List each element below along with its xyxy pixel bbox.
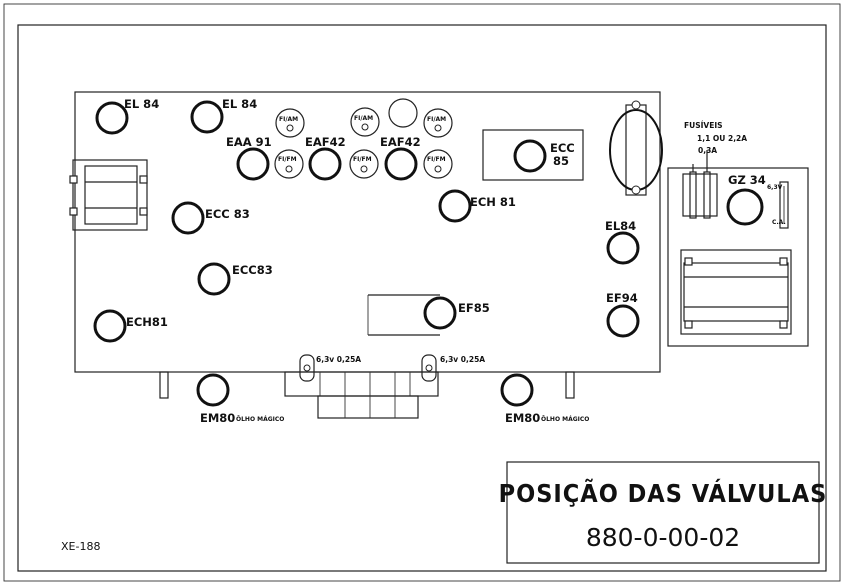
tube-em80-1: [196, 373, 230, 407]
tube-el84-2: [190, 100, 224, 134]
label-em80-1: EM80: [200, 411, 235, 425]
chassis-foot: [159, 371, 169, 399]
note-fuse-rating-b: 0,3A: [698, 146, 717, 155]
tube-ef94: [606, 304, 640, 338]
empty-socket: [388, 98, 418, 128]
note-olho-magico-2: ÔLHO MÁGICO: [541, 416, 589, 423]
tuner-box: [482, 129, 584, 181]
right-power-transformer: [680, 249, 792, 335]
outer-border: [3, 3, 841, 582]
label-ech81-2: ECH81: [126, 315, 168, 329]
tube-el84-3: [606, 231, 640, 265]
tube-ecc83-1: [171, 201, 205, 235]
drawing-reference: XE-188: [61, 540, 100, 553]
tube-ech81-2: [93, 309, 127, 343]
note-fuse-rating-a: 1,1 OU 2,2A: [697, 134, 747, 143]
if-transformer-am-2: [350, 107, 380, 137]
dial-mechanism: [284, 371, 439, 419]
label-fi-am-1: FI/AM: [279, 116, 298, 123]
oval-output-transformer: [609, 100, 663, 196]
if-transformer-am-1: [275, 108, 305, 138]
label-ech81-1: ECH 81: [470, 195, 516, 209]
note-lamp-1: 6,3v 0,25A: [316, 355, 361, 364]
tube-em80-2: [500, 373, 534, 407]
note-lamp-2: 6,3v 0,25A: [440, 355, 485, 364]
power-chassis: [667, 167, 809, 347]
label-el84-3: EL84: [605, 219, 636, 233]
note-olho-magico-1: ÔLHO MÁGICO: [236, 416, 284, 423]
label-ef85: EF85: [458, 301, 490, 315]
drawing-number: 880-0-00-02: [586, 523, 740, 552]
note-fusiveis: FUSÍVEIS: [684, 121, 723, 130]
label-ef94: EF94: [606, 291, 638, 305]
tube-eaf42-2: [384, 147, 418, 181]
if-transformer-fm-2: [349, 149, 379, 179]
label-ecc83-2: ECC83: [232, 263, 273, 277]
dial-lamp-right: [421, 354, 437, 382]
drawing-title: POSIÇÃO DAS VÁLVULAS: [499, 479, 828, 508]
label-em80-2: EM80: [505, 411, 540, 425]
label-ecc85-line2: 85: [553, 154, 569, 168]
tube-ecc83-2: [197, 262, 231, 296]
if-transformer-fm-3: [423, 149, 453, 179]
if-transformer-fm-1: [274, 149, 304, 179]
tube-gz34: [726, 188, 764, 226]
ef85-shield: [367, 294, 440, 336]
label-eaf42-1: EAF42: [305, 135, 346, 149]
label-ecc83-1: ECC 83: [205, 207, 250, 221]
tube-ecc85: [513, 139, 547, 173]
left-power-transformer: [69, 159, 148, 231]
tube-ech81-1: [438, 189, 472, 223]
label-el84-2: EL 84: [222, 97, 257, 111]
label-eaf42-2: EAF42: [380, 135, 421, 149]
label-el84-1: EL 84: [124, 97, 159, 111]
label-ecc85-line1: ECC: [550, 141, 575, 155]
tube-eaa91: [236, 147, 270, 181]
label-fi-fm-2: FI/FM: [353, 156, 372, 163]
if-transformer-am-3: [423, 108, 453, 138]
label-fi-am-2: FI/AM: [354, 115, 373, 122]
note-6-3v: 6,3V: [767, 184, 783, 191]
title-block: [506, 461, 820, 564]
tube-ef85: [423, 296, 457, 330]
fuse-holder: [682, 150, 718, 219]
voltage-selector: [779, 181, 789, 229]
tube-el84-1: [95, 101, 129, 135]
label-eaa91: EAA 91: [226, 135, 272, 149]
chassis-foot: [565, 371, 575, 399]
inner-border: [17, 24, 827, 572]
dial-lamp-left: [299, 354, 315, 382]
tube-eaf42-1: [308, 147, 342, 181]
label-fi-fm-3: FI/FM: [427, 156, 446, 163]
note-ca: C.A.: [772, 219, 786, 226]
label-gz34: GZ 34: [728, 173, 766, 187]
label-fi-fm-1: FI/FM: [278, 156, 297, 163]
label-fi-am-3: FI/AM: [427, 116, 446, 123]
